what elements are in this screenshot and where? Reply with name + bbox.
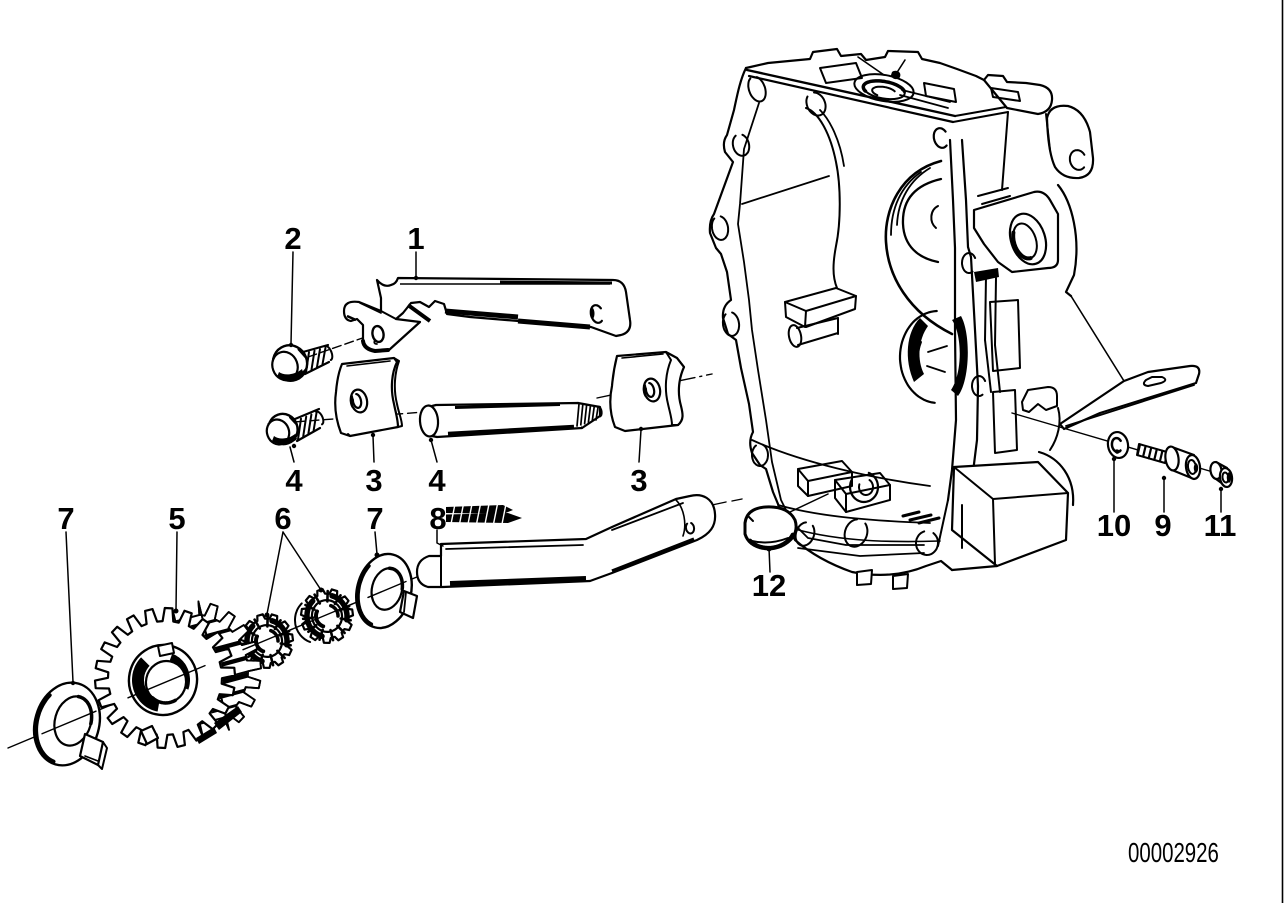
svg-text:00002926: 00002926 — [1128, 838, 1219, 869]
svg-text:3: 3 — [365, 463, 382, 498]
svg-text:3: 3 — [630, 463, 647, 498]
svg-text:4: 4 — [428, 463, 446, 498]
svg-text:9: 9 — [1154, 508, 1171, 543]
svg-text:10: 10 — [1097, 508, 1131, 543]
svg-text:11: 11 — [1204, 508, 1237, 543]
svg-text:5: 5 — [168, 501, 185, 536]
svg-text:7: 7 — [57, 501, 74, 536]
svg-text:12: 12 — [752, 568, 786, 603]
svg-text:1: 1 — [407, 221, 424, 256]
svg-text:6: 6 — [274, 501, 291, 536]
svg-text:2: 2 — [284, 221, 301, 256]
svg-text:4: 4 — [285, 463, 303, 498]
svg-text:7: 7 — [366, 501, 383, 536]
svg-text:8: 8 — [429, 501, 446, 536]
